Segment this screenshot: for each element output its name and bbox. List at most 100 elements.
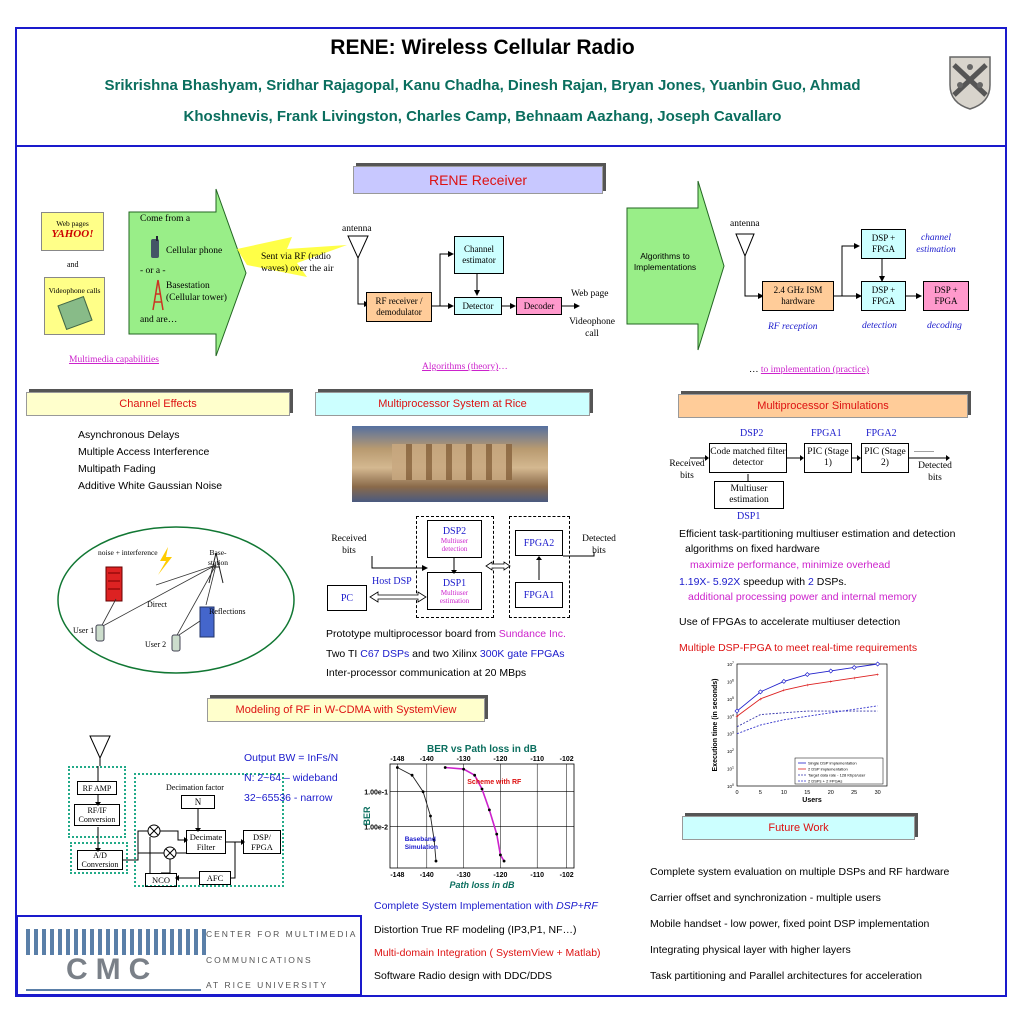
ber-point <box>443 766 447 769</box>
ber-x-tick-top: -148 <box>390 756 404 763</box>
sim-fpga2-label: FPGA2 <box>866 428 897 439</box>
exec-point <box>875 661 881 667</box>
software-radio-line: Software Radio design with DDC/DDS <box>374 970 552 982</box>
afc-block: AFC <box>199 871 231 885</box>
sim-dsp2-label: DSP2 <box>740 428 764 439</box>
exec-y-tick-exp: 1 <box>732 766 734 770</box>
mp-pc-block: PC <box>327 585 367 611</box>
exec-y-tick: 105 <box>727 696 734 702</box>
videophone-card: Videophone calls <box>44 277 105 335</box>
mp-line2-b: C67 DSPs <box>360 648 410 660</box>
sim-text-6: Multiple DSP-FPGA to meet real-time requ… <box>679 642 918 654</box>
exec-y-tick-exp: 7 <box>732 661 734 665</box>
exec-legend-label: Target data rate - 128 Kbps/user <box>808 773 866 778</box>
future-item-4: Integrating physical layer with higher l… <box>650 944 851 956</box>
ber-point <box>480 787 484 791</box>
base-station-label: Base-station <box>208 548 228 567</box>
mp-mu-estimation: Multiuser estimation <box>439 588 470 605</box>
multimedia-capabilities: Multimedia capabilities <box>69 355 159 365</box>
exec-series-line <box>736 705 878 735</box>
ber-x-tick-bottom: -140 <box>420 872 434 879</box>
cmc-logo-box: CMC CENTER FOR MULTIMEDIA COMMUNICATIONS… <box>16 915 362 996</box>
exec-point <box>734 708 740 714</box>
exec-x-tick: 0 <box>735 790 738 796</box>
cmc-line-1: CENTER FOR MULTIMEDIA <box>206 929 358 939</box>
sim-received-bits: Received bits <box>669 459 705 481</box>
exec-x-tick: 30 <box>875 790 881 796</box>
mp-dsp2-block: DSP2 Multiuser detection <box>427 520 482 558</box>
exec-point: + <box>782 688 785 694</box>
ber-series-line <box>397 767 437 862</box>
dsp-fpga-decoding-block: DSP + FPGA <box>923 281 969 311</box>
waves-label: waves) over the air <box>261 264 334 274</box>
decoding-label: decoding <box>927 321 962 331</box>
user1-label: User 1 <box>73 626 95 635</box>
cmc-line-3: AT RICE UNIVERSITY <box>206 980 329 990</box>
ber-point <box>429 814 432 818</box>
impl-diagram-lines <box>735 233 922 299</box>
exec-legend-box <box>794 757 884 785</box>
host-dsp-label: Host DSP <box>372 576 412 587</box>
exec-point <box>757 689 763 695</box>
exec-plot-area <box>736 663 888 787</box>
ber-point <box>421 790 425 794</box>
exec-point <box>804 671 810 677</box>
channel-effect-1: Asynchronous Delays <box>78 429 180 441</box>
ber-point <box>432 838 436 842</box>
ber-y-tick: 1.00e-1 <box>364 790 388 797</box>
ber-x-tick-bottom: -120 <box>493 872 507 879</box>
channel-estimation-label: channel estimation <box>916 233 956 255</box>
exec-y-tick-exp: 5 <box>732 696 734 700</box>
cmc-underline <box>26 989 201 991</box>
poster-frame <box>15 27 1007 997</box>
mp-dsp2-label: DSP2 <box>442 525 467 537</box>
detection-label: detection <box>862 321 897 331</box>
cellular-phone-label: Cellular phone <box>166 246 223 256</box>
exec-x-tick: 20 <box>828 790 834 796</box>
exec-x-tick: 15 <box>804 790 810 796</box>
sundance-board-photo <box>352 426 548 502</box>
mp-fpga2-block: FPGA2 <box>515 530 563 556</box>
mp-line2-d: 300K gate FPGAs <box>479 648 565 660</box>
sim-speedup: 1.19X- 5.92X <box>679 576 741 588</box>
header-divider <box>15 145 1007 147</box>
cellular-phone-icon <box>151 236 159 258</box>
exec-x-tick: 10 <box>781 790 787 796</box>
to-impl-prefix: … <box>749 365 761 375</box>
decimate-filter-block: Decimate Filter <box>186 830 226 854</box>
dsp-fpga-detection-block: DSP + FPGA <box>861 281 906 311</box>
videophone-output-1: Videophone call <box>569 317 615 339</box>
to-impl-link: to implementation (practice) <box>760 365 870 375</box>
exec-point <box>781 678 787 684</box>
exec-point: + <box>759 697 762 703</box>
channel-scene <box>57 526 295 674</box>
channel-effect-2: Multiple Access Interference <box>78 446 210 458</box>
ber-x-tick-top: -140 <box>420 756 434 763</box>
exec-series-line <box>736 674 878 717</box>
cell-tower-icon <box>152 279 164 311</box>
multiproc-heading: Multiprocessor System at Rice <box>315 392 590 416</box>
code-matched-block: Code matched filter detector <box>709 443 787 473</box>
ber-y-tick: 1.00e-2 <box>364 824 388 831</box>
ism-hardware-block: 2.4 GHz ISM hardware <box>762 281 834 311</box>
ber-point <box>473 773 477 777</box>
sent-via-label: Sent via RF (radio <box>261 252 331 262</box>
ber-point <box>499 853 502 857</box>
exec-y-tick: 102 <box>727 748 734 754</box>
sim-text-1b: algorithms on fixed hardware <box>685 543 820 555</box>
cmc-line-2: COMMUNICATIONS <box>206 955 313 965</box>
mp-diagram-lines <box>369 552 595 603</box>
rf-frontend-group <box>68 766 126 838</box>
basestation-label: Basestation <box>166 281 210 291</box>
simulations-heading: Multiprocessor Simulations <box>678 394 968 418</box>
sim-text-1: Efficient task-partitioning multiuser es… <box>679 528 956 540</box>
antenna-label: antenna <box>342 224 372 234</box>
exec-y-tick: 101 <box>727 766 734 772</box>
exec-legend-label: Single DSP implementation <box>808 761 857 766</box>
pic-stage1-block: PIC (Stage 1) <box>804 443 852 473</box>
exec-point: + <box>736 714 739 720</box>
modeling-diagram-lines <box>95 766 245 881</box>
ber-x-tick-bottom: -130 <box>457 872 471 879</box>
